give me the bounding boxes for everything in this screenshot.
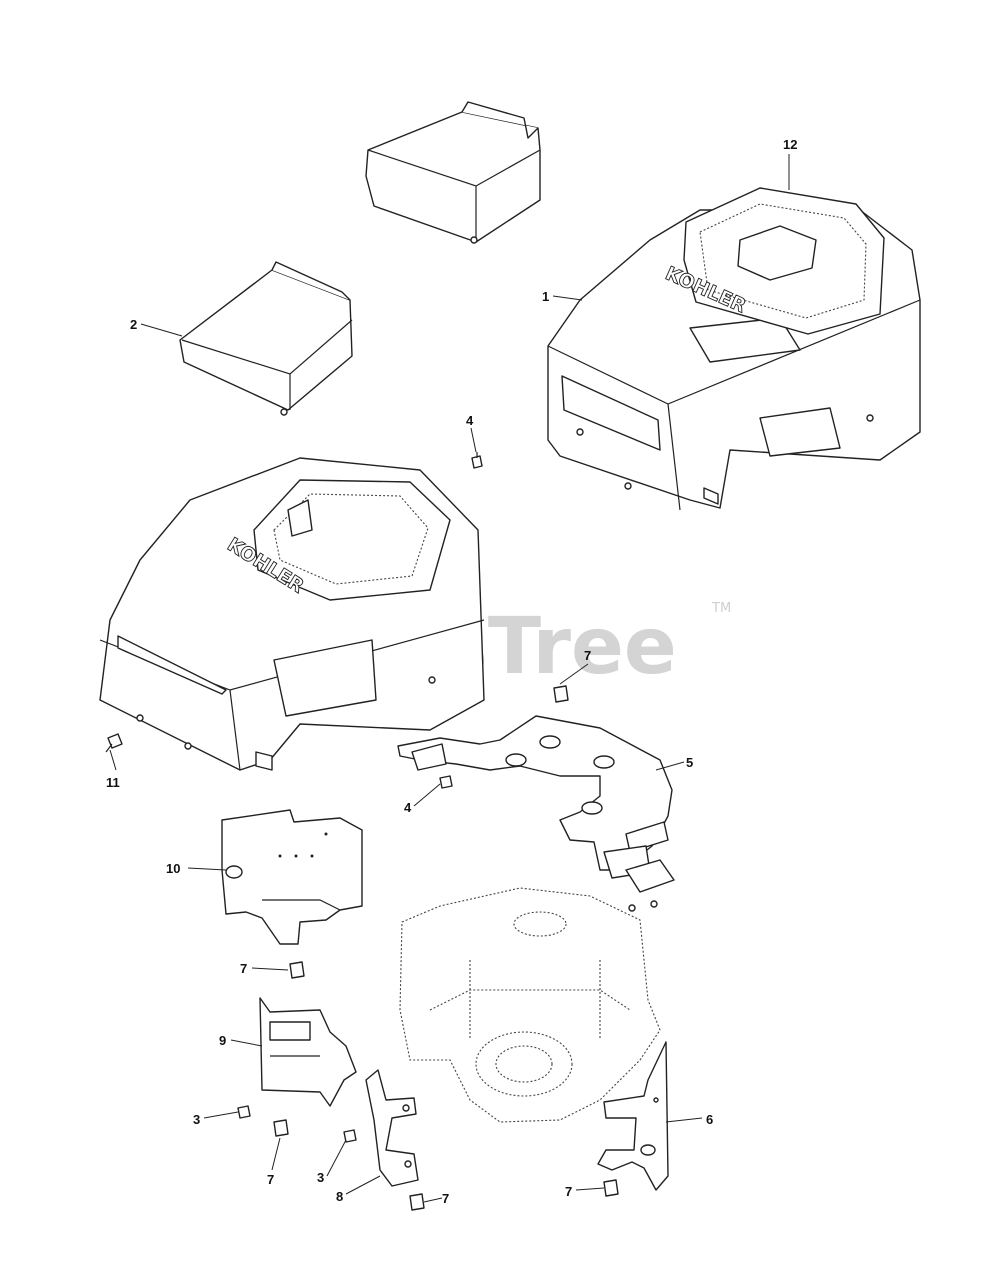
callout-4-upper: 4 — [466, 413, 474, 428]
callout-7-bottom-center: 7 — [442, 1191, 449, 1206]
nut-3-center — [343, 1129, 357, 1143]
air-cleaner-cover-upper — [365, 101, 541, 244]
baffle-10 — [221, 809, 363, 945]
callout-3-center: 3 — [317, 1170, 324, 1185]
watermark-trademark: TM — [711, 601, 731, 616]
screw-4-upper — [471, 452, 483, 469]
bracket-6 — [597, 1041, 669, 1191]
bracket-8 — [365, 1069, 419, 1187]
callout-4-lower: 4 — [404, 800, 412, 815]
callout-12: 12 — [783, 137, 797, 152]
callout-2: 2 — [130, 317, 137, 332]
screw-7-bottom-left — [273, 1119, 289, 1137]
callout-1: 1 — [542, 289, 549, 304]
engine-block — [399, 887, 661, 1123]
air-cleaner-cover — [179, 261, 353, 416]
screw-7-bottom-center — [409, 1193, 425, 1211]
screw-7-left — [289, 961, 305, 979]
baffle-5 — [397, 715, 675, 912]
callout-7-baffle: 7 — [584, 648, 591, 663]
callout-11: 11 — [106, 775, 120, 790]
blower-housing-left: KOHLER — [99, 457, 485, 771]
leader-lines — [109, 154, 790, 1203]
callout-8: 8 — [336, 1189, 343, 1204]
screw-11 — [105, 733, 123, 753]
callout-5: 5 — [686, 755, 693, 770]
callout-9: 9 — [219, 1033, 226, 1048]
callout-7-bottom-left: 7 — [267, 1172, 274, 1187]
callout-10: 10 — [166, 861, 180, 876]
screw-7-bottom-right — [603, 1179, 619, 1197]
screw-4-lower — [439, 775, 453, 789]
callout-6: 6 — [706, 1112, 713, 1127]
blower-housing-right: KOHLER — [547, 187, 921, 511]
callout-7-bottom-right: 7 — [565, 1184, 572, 1199]
screw-7-baffle — [553, 685, 569, 703]
callout-7-left: 7 — [240, 961, 247, 976]
baffle-9 — [259, 997, 357, 1107]
callout-3-left: 3 — [193, 1112, 200, 1127]
nut-3-left — [237, 1105, 251, 1119]
